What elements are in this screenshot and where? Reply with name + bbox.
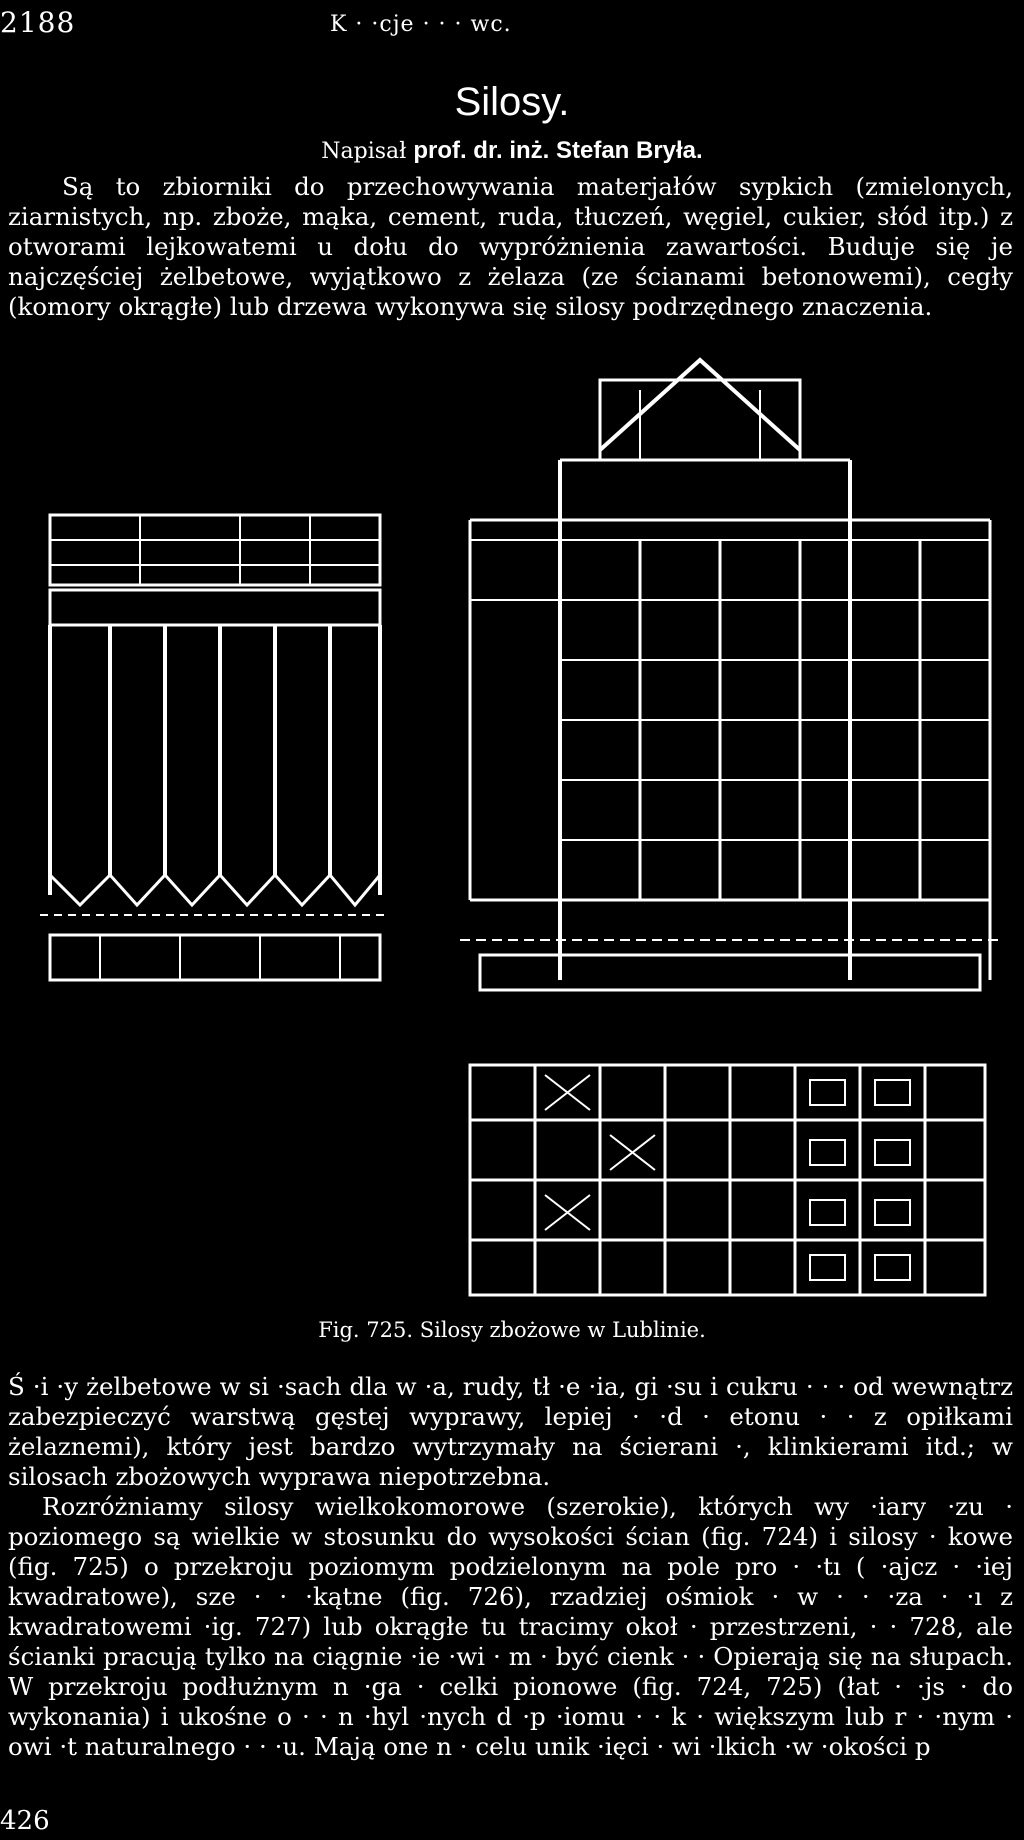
byline-prefix: Napisał bbox=[321, 139, 407, 164]
page-number: 2188 bbox=[0, 6, 76, 39]
paragraph-lining: Ś ·i ·y żelbetowe w si ·sach dla w ·a, r… bbox=[8, 1372, 1013, 1491]
paragraph-intro: Są to zbiorniki do przechowywania materj… bbox=[8, 172, 1013, 321]
silo-elevation-drawing bbox=[40, 513, 390, 982]
byline: Napisał prof. dr. inż. Stefan Bryła. bbox=[0, 137, 1024, 165]
figure-caption: Fig. 725. Silosy zbożowe w Lublinie. bbox=[318, 1318, 706, 1342]
article-title: Silosy. bbox=[454, 80, 570, 124]
silo-plan-drawing bbox=[468, 1063, 987, 1297]
running-head: K · ·cje · · · wc. bbox=[330, 12, 512, 37]
signature-number: 426 bbox=[0, 1806, 50, 1836]
silo-section-drawing bbox=[460, 357, 1000, 992]
paragraph-types: Rozróżniamy silosy wielkokomorowe (szero… bbox=[8, 1492, 1013, 1761]
byline-author: prof. dr. inż. Stefan Bryła. bbox=[413, 137, 703, 164]
